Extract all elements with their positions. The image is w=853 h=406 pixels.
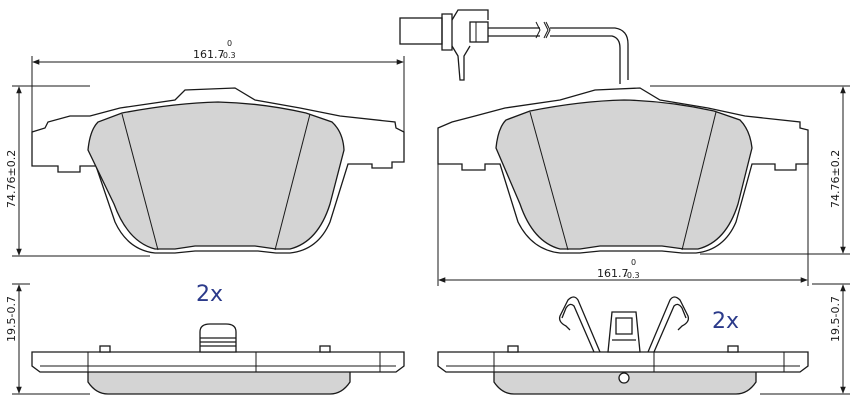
right-thickness-label: 19.5-0.7 (829, 296, 842, 342)
right-width-tol-lower: -0.3 (624, 271, 640, 280)
left-height-label: 74.76±0.2 (5, 150, 18, 208)
left-quantity-label: 2x (196, 282, 223, 307)
left-side-tab-2 (319, 345, 331, 353)
sensor-connector-sleeve (469, 21, 489, 43)
left-pad-slot-1 (121, 113, 159, 251)
right-height-label: 74.76±0.2 (829, 150, 842, 208)
sensor-connector-body (399, 17, 443, 45)
left-side-tab-1 (99, 345, 111, 353)
right-pad-slot-1 (529, 111, 569, 251)
wire-break-2 (545, 21, 551, 39)
left-thickness-label: 19.5-0.7 (5, 296, 18, 342)
wear-sensor-wire-lower (480, 35, 621, 84)
right-side-tab-1 (507, 345, 519, 353)
right-quantity-label: 2x (712, 309, 739, 334)
right-spring-right-inner (653, 303, 687, 353)
right-pad-side-view: 19.5-0.7 2x (437, 283, 850, 395)
right-pad-slot-2 (681, 111, 717, 251)
wear-sensor-wire (480, 27, 629, 80)
right-spring-left (558, 296, 601, 353)
left-side-plate (31, 351, 405, 373)
left-width-value: 161.7 (193, 48, 225, 61)
wire-break-1 (535, 21, 549, 39)
right-spring-right (647, 296, 690, 353)
left-pad-slot-2 (274, 113, 311, 251)
right-spring-left-inner (561, 303, 595, 353)
sensor-connector-tab (441, 13, 453, 51)
right-side-plate (437, 351, 809, 373)
left-width-tol-lower: -0.3 (220, 51, 236, 60)
right-width-value: 161.7 (597, 267, 629, 280)
left-friction-pad (87, 101, 345, 250)
left-width-tol-upper: 0 (227, 39, 232, 48)
right-clip-detail (612, 317, 636, 341)
right-pad-front-view: 161.7 0 -0.3 74.76±0.2 (399, 9, 850, 286)
right-side-pin-hole (618, 372, 630, 384)
right-side-tab-2 (727, 345, 739, 353)
left-pad-front-view: 161.7 0 -0.3 74.76±0.2 (5, 39, 405, 257)
right-width-tol-upper: 0 (631, 258, 636, 267)
sensor-connector-clip (451, 9, 489, 81)
left-side-friction (87, 365, 351, 395)
left-pad-side-view: 19.5-0.7 2x (5, 282, 405, 395)
right-friction-pad (495, 99, 753, 250)
